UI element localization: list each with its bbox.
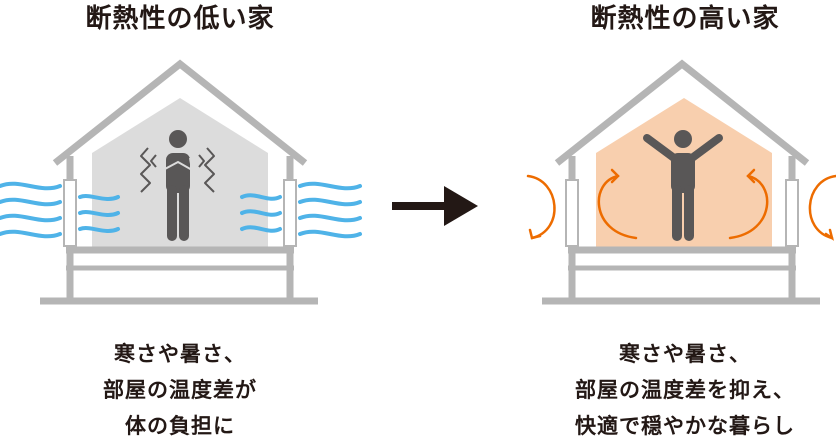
shiver-lines: [140, 147, 215, 193]
caption-line: 部屋の温度差が: [103, 378, 257, 402]
circulating-air-icon: [526, 168, 836, 241]
caption-low-insulation: 寒さや暑さ、 部屋の温度差が 体の負担に: [0, 336, 370, 444]
cold-wind-icon: [0, 181, 120, 239]
left-window: [63, 179, 77, 247]
right-arrow-icon: [392, 186, 478, 226]
caption-line: 体の負担に: [125, 414, 235, 438]
caption-line: 寒さや暑さ、: [619, 342, 751, 366]
shivering-person-icon: [161, 130, 194, 241]
title-low-insulation-house: 断熱性の低い家: [85, 4, 275, 34]
caption-high-insulation: 寒さや暑さ、 部屋の温度差を抑え、 快適で穏やかな暮らし: [495, 336, 836, 444]
roof: [52, 59, 308, 166]
caption-line: 快適で穏やかな暮らし: [575, 414, 795, 438]
right-window: [283, 179, 297, 247]
right-window: [785, 179, 799, 247]
caption-line: 部屋の温度差を抑え、: [575, 378, 795, 402]
cold-wind-icon: [240, 181, 362, 239]
happy-person-icon: [643, 130, 723, 241]
low-insulation-house: [0, 59, 362, 305]
caption-line: 寒さや暑さ、: [114, 342, 246, 366]
roof: [554, 59, 810, 166]
title-high-insulation-house: 断熱性の高い家: [590, 4, 780, 34]
high-insulation-house: [526, 59, 836, 305]
left-window: [565, 179, 579, 247]
